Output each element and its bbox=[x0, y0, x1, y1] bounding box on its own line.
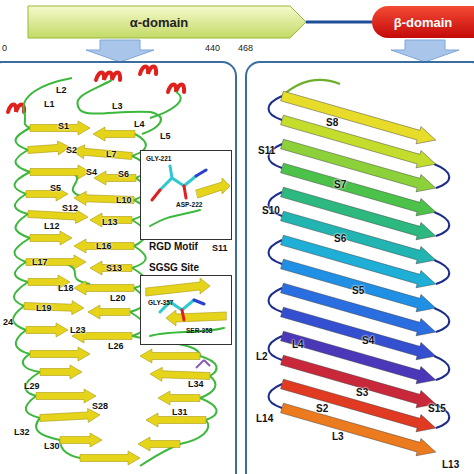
structure-label: S2 bbox=[316, 404, 328, 414]
structure-label: L31 bbox=[172, 408, 188, 417]
residue-label: SER-358 bbox=[186, 328, 212, 335]
structure-label: S10 bbox=[262, 206, 280, 216]
structure-label: L20 bbox=[110, 294, 126, 303]
domain-label: β-domain bbox=[394, 15, 453, 30]
structure-label: L18 bbox=[58, 284, 74, 293]
structure-label: L29 bbox=[24, 382, 40, 391]
structure-label: S11 bbox=[258, 146, 275, 156]
residue-label: GLY-357 bbox=[148, 300, 173, 307]
structure-label: L4 bbox=[292, 340, 304, 350]
structure-label: L3 bbox=[332, 432, 344, 442]
inset-box: RGD Motif bbox=[140, 150, 232, 240]
structure-label: L12 bbox=[44, 222, 60, 231]
structure-label: S6 bbox=[334, 234, 346, 244]
residue-number: 0 bbox=[2, 44, 7, 53]
structure-label: L19 bbox=[36, 304, 52, 313]
inset-title: RGD Motif bbox=[149, 242, 198, 252]
structure-label: L14 bbox=[256, 414, 273, 424]
structure-label: L17 bbox=[32, 258, 48, 267]
structure-label: L10 bbox=[116, 196, 132, 205]
structure-label: S6 bbox=[118, 170, 129, 179]
structure-label: L34 bbox=[188, 380, 204, 389]
residue-number: 468 bbox=[238, 44, 253, 53]
domain-label: α-domain bbox=[130, 15, 189, 30]
structure-label: S7 bbox=[334, 180, 346, 190]
beta-domain-bar: β-domain bbox=[372, 6, 474, 38]
inset-title: SGSG Site bbox=[149, 263, 199, 273]
structure-label: L16 bbox=[96, 242, 112, 251]
structure-label: S11 bbox=[212, 244, 228, 253]
alpha-domain-bar: α-domain bbox=[28, 6, 290, 38]
structure-label: S28 bbox=[92, 402, 108, 411]
structure-label: S2 bbox=[66, 146, 77, 155]
structure-label: L4 bbox=[134, 120, 145, 129]
structure-label: L5 bbox=[160, 132, 171, 141]
structure-label: S13 bbox=[106, 264, 122, 273]
structure-label: L7 bbox=[106, 150, 117, 159]
residue-label: GLY-221 bbox=[146, 156, 171, 163]
structure-label: L3 bbox=[112, 102, 123, 111]
structure-label: L2 bbox=[56, 86, 67, 95]
structure-label: S12 bbox=[62, 204, 78, 213]
structure-label: S4 bbox=[86, 168, 97, 177]
structure-label: L26 bbox=[108, 342, 124, 351]
residue-number: 440 bbox=[205, 44, 220, 53]
structure-label: L13 bbox=[102, 218, 118, 227]
structure-label: S3 bbox=[356, 388, 368, 398]
structure-label: 24 bbox=[3, 318, 13, 327]
structure-label: S4 bbox=[362, 336, 374, 346]
structure-label: L13 bbox=[442, 460, 459, 470]
structure-label: L23 bbox=[70, 326, 86, 335]
structure-label: L30 bbox=[44, 442, 60, 451]
structure-label: S5 bbox=[50, 184, 61, 193]
structure-label: L2 bbox=[256, 352, 268, 362]
inset-box: SGSG Site bbox=[140, 275, 232, 345]
structure-label: S1 bbox=[58, 122, 69, 131]
structure-label: S5 bbox=[352, 286, 364, 296]
structure-label: S8 bbox=[326, 118, 338, 128]
structure-label: L1 bbox=[44, 100, 55, 109]
residue-label: ASP-222 bbox=[176, 202, 202, 209]
structure-label: S15 bbox=[428, 404, 446, 414]
structure-label: L32 bbox=[14, 428, 30, 437]
